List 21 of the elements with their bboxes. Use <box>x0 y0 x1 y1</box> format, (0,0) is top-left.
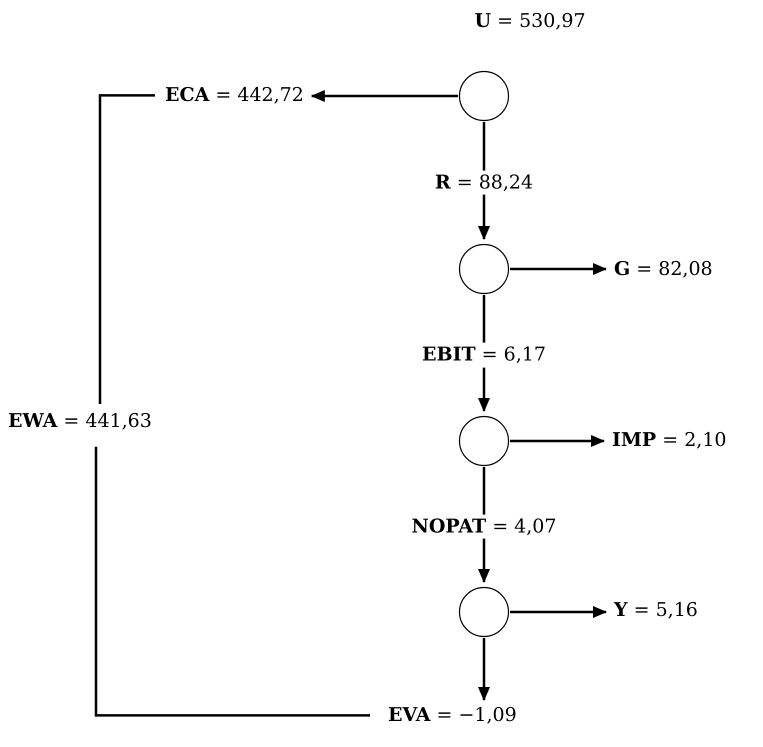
edge-label: EBIT = 6,17 <box>420 342 548 368</box>
value-label: EWA = 441,63 <box>8 410 152 433</box>
circle-node <box>458 586 510 638</box>
value-label: U = 530,97 <box>474 10 586 33</box>
value-label: ECA = 442,72 <box>165 84 304 107</box>
arrow <box>510 435 605 447</box>
value-label: EVA = −1,09 <box>388 704 517 727</box>
circle-node <box>458 70 510 122</box>
arrow <box>310 90 458 102</box>
value-label: G = 82,08 <box>614 258 713 281</box>
value-label: IMP = 2,10 <box>612 429 727 452</box>
circle-node <box>458 415 510 467</box>
edge-label: NOPAT = 4,07 <box>410 514 558 539</box>
arrow <box>510 606 607 618</box>
connector-line <box>98 94 155 404</box>
value-label: Y = 5,16 <box>614 599 698 622</box>
edge-label: R = 88,24 <box>432 170 536 195</box>
arrow <box>510 263 607 275</box>
circle-node <box>458 243 510 295</box>
connector-line <box>94 446 370 717</box>
arrow <box>478 638 490 701</box>
